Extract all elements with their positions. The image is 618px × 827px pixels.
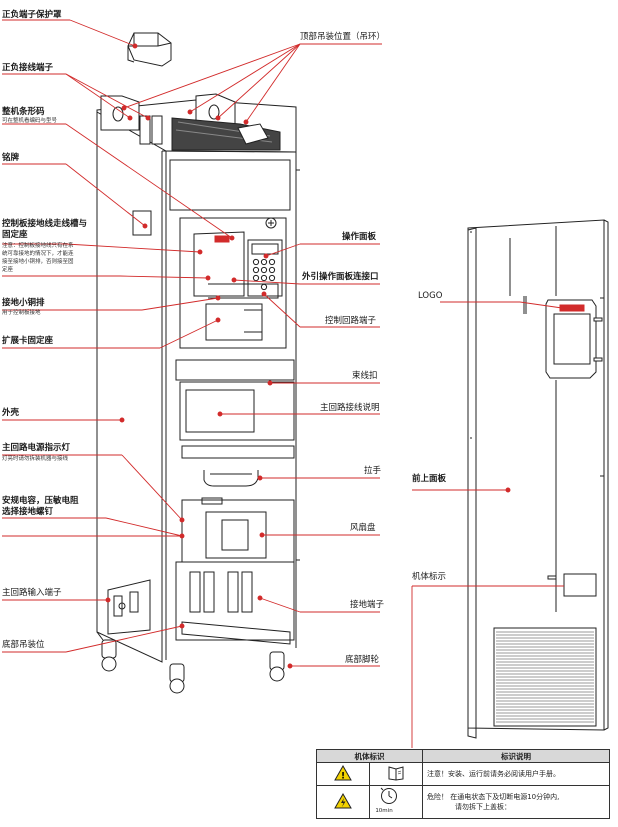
timer-icon: 10min [369,785,423,819]
legend-row2-desc-line2: 请勿拆下上盖板： [455,803,511,811]
legend-row-caution: ! 注意！安装、运行前请务必阅读用户手册。 [316,762,610,786]
label-safety-1: 安规电容，压敏电阻 [2,496,79,506]
label-fan-tray: 风扇盘 [350,523,376,533]
label-barcode: 整机条形码 [2,107,45,117]
label-pwr-lamp: 主回路电源指示灯 [2,443,71,453]
label-ground-terminal: 接地端子 [350,600,385,610]
legend-row2-desc: 危险！ 在通电状态下及切断电源10分钟内, 请勿拆下上盖板： [422,785,610,819]
label-ctrl-slot-2: 固定座 [2,230,28,240]
label-cable-tie: 束线扣 [352,371,378,381]
label-handle: 拉手 [364,466,382,476]
label-ctrl-note-4: 定座 [2,267,14,273]
label-barcode-note: 可在整机看编码与型号 [2,118,58,124]
front-cover-panel [467,219,609,739]
label-main-input: 主回路输入端子 [2,588,62,598]
label-ctrl-note-2: 统可靠接地的情况下，才能连 [2,251,74,257]
legend-row1-desc: 注意！安装、运行前请务必阅读用户手册。 [422,762,610,786]
label-ctrl-terminal: 控制回路端子 [325,316,377,326]
label-shell: 外壳 [2,408,20,418]
label-logo: LOGO [418,291,443,301]
label-ctrl-slot-1: 控制板接地线走线槽与 [2,219,88,229]
label-bottom-lift: 底部吊装位 [2,640,45,650]
manual-book-icon [369,762,423,786]
legend-row-danger: 10min 危险！ 在通电状态下及切断电源10分钟内, 请勿拆下上盖板： [316,785,610,819]
label-ctrl-note-3: 接至接地小铜排，否则接至固 [2,259,74,265]
label-front-cover: 前上面板 [412,474,447,484]
label-ground-bar: 接地小铜排 [2,298,45,308]
electric-shock-icon [316,785,370,819]
label-caster: 底部脚轮 [345,655,380,665]
label-nameplate: 铭牌 [2,153,20,163]
label-safety-2: 选择接地螺钉 [2,507,54,517]
svg-text:!: ! [341,772,345,782]
label-pwr-lamp-note: 灯亮时请勿拆装机器与接线 [2,456,69,462]
label-top-lift: 顶部吊装位置（吊环） [300,32,386,42]
label-ctrl-note-1: 注意：控制板接地线只有在系 [2,243,74,249]
legend-head-desc: 标识说明 [422,749,610,763]
label-ext-card: 扩展卡固定座 [2,336,54,346]
legend-head-mark: 机体标识 [316,749,423,763]
timer-text: 10min [375,808,393,814]
cabinet-body [96,93,300,694]
label-dc-terminal: 正负接线端子 [2,63,54,73]
casters [101,639,285,694]
label-wiring-desc: 主回路接线说明 [320,403,380,413]
label-ext-panel-port: 外引操作面板连接口 [302,272,379,282]
warning-triangle-icon: ! [316,762,370,786]
label-ground-bar-note: 用于控制板接地 [2,310,41,316]
legend-row2-desc-line1: 危险！ 在通电状态下及切断电源10分钟内, [427,793,560,801]
dc-terminal-cover [127,32,172,67]
label-dc-cover: 正负端子保护罩 [2,10,62,20]
legend-table: 机体标识 标识说明 ! 注意！安装、运行前请务必阅读用户手册。 10min 危险… [316,749,610,819]
label-op-panel: 操作面板 [342,232,377,242]
label-body-mark: 机体标示 [412,572,447,582]
